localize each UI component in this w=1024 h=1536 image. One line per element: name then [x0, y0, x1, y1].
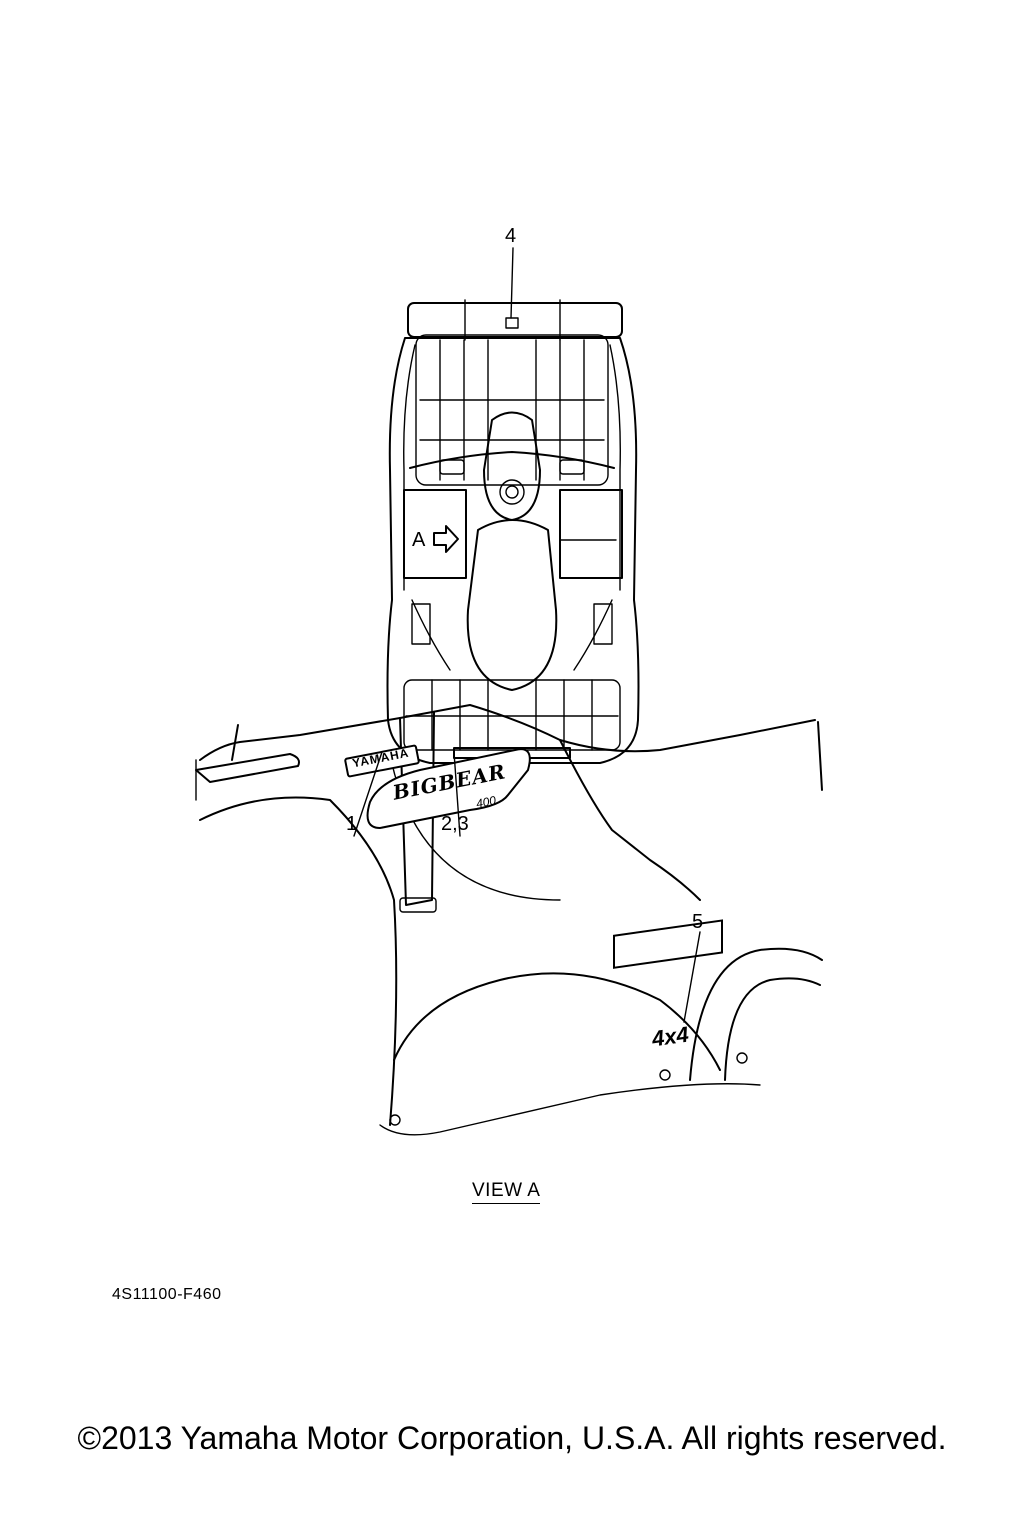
view-a-marker: A	[412, 529, 426, 551]
callout-4: 4	[505, 225, 517, 247]
atv-top-view	[386, 247, 640, 764]
callout-2-3: 2,3	[441, 813, 469, 835]
model-number-decal: 400	[474, 793, 498, 811]
callout-1: 1	[346, 813, 358, 835]
copyright-notice: ©2013 Yamaha Motor Corporation, U.S.A. A…	[77, 1420, 947, 1456]
view-a-label: VIEW A	[472, 1180, 541, 1204]
4x4-decal: 4x4	[650, 1021, 691, 1052]
view-a-drawing	[195, 704, 823, 1136]
callout-5: 5	[692, 911, 704, 933]
part-code: 4S11100-F460	[112, 1286, 222, 1303]
